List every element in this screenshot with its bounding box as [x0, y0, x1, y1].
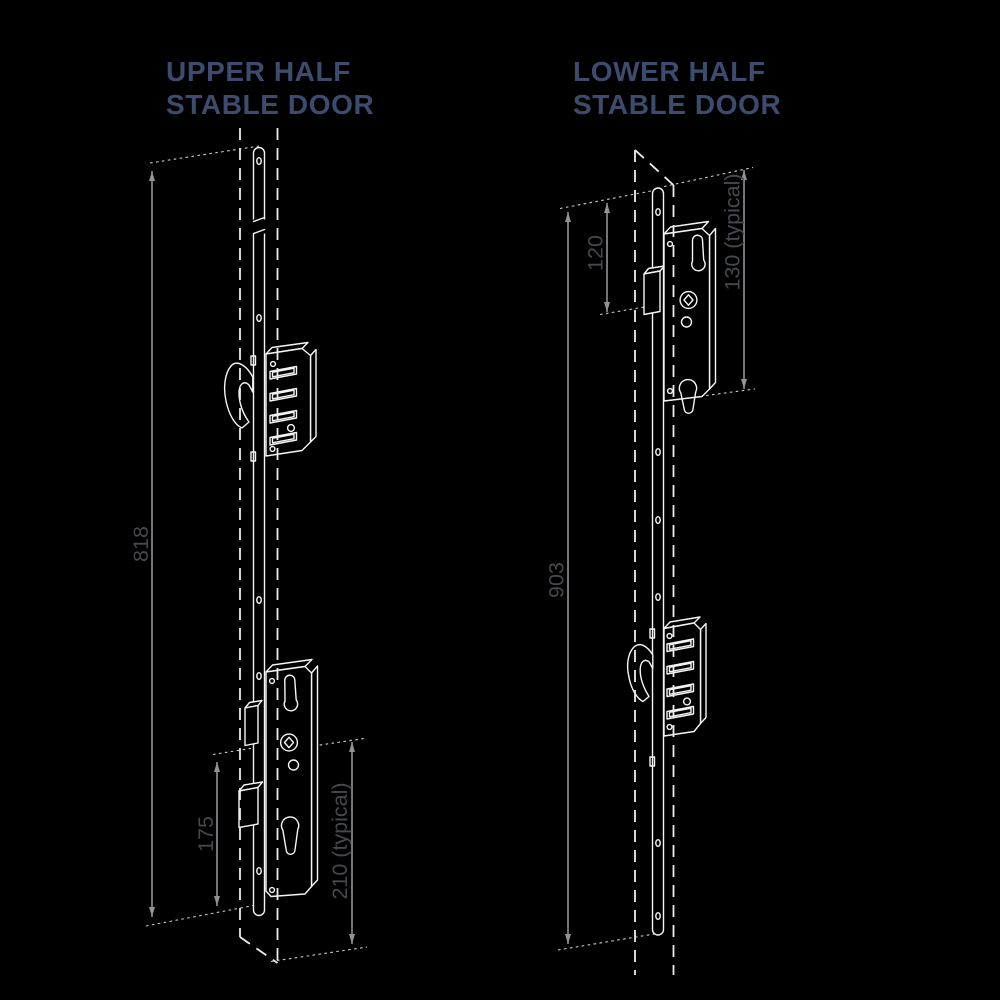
screw-hole: [256, 867, 262, 876]
spindle-follower: [279, 733, 299, 752]
case-screw: [666, 240, 674, 248]
dimension-label-210-typical: 210 (typical): [328, 782, 352, 899]
screw-hole: [655, 207, 661, 216]
case-screw: [269, 445, 276, 453]
dimension-label-175: 175: [194, 816, 218, 852]
case-screw: [268, 886, 276, 894]
screw-hole: [655, 593, 661, 602]
screw-hole: [655, 516, 661, 525]
gearbox-front-face: [265, 665, 313, 898]
screw-hole: [256, 672, 262, 681]
lower-gearbox: [643, 220, 717, 414]
case-screw: [666, 723, 673, 731]
upper-half-drawing: UPPER HALF STABLE DOOR 818 175 210 (typi…: [129, 56, 374, 964]
lower-dimension-lines: [565, 170, 747, 944]
lower-faceplate: [649, 187, 665, 936]
spindle-follower: [679, 290, 698, 310]
case-screw: [268, 677, 276, 685]
case-hole: [680, 316, 693, 328]
lower-half-drawing: LOWER HALF STABLE DOOR 903 120 130 (typi…: [545, 56, 781, 975]
upper-half-title-line2: STABLE DOOR: [166, 89, 374, 120]
lower-half-title-line1: LOWER HALF: [573, 56, 766, 87]
gearbox-side-face: [708, 227, 717, 390]
lower-hook-lock: [626, 616, 707, 737]
screw-hole: [256, 314, 262, 323]
lower-door-edge-lines: [634, 149, 675, 975]
dead-bolt: [238, 786, 259, 829]
upper-half-title-line1: UPPER HALF: [166, 56, 351, 87]
latch-bolt: [643, 270, 661, 316]
euro-cylinder-cutout: [280, 816, 300, 855]
faceplate-notch: [250, 355, 257, 366]
screw-hole: [256, 156, 262, 165]
screw-hole: [655, 839, 661, 848]
upper-dimension-lines: [149, 171, 355, 944]
dimension-label-130-typical: 130 (typical): [721, 173, 745, 290]
case-screw: [666, 387, 674, 395]
hook-case-side-face: [699, 622, 707, 725]
case-hole: [682, 697, 692, 706]
dimension-label-818: 818: [129, 526, 153, 562]
faceplate-notch: [649, 628, 656, 639]
hook-case-side-face: [309, 348, 317, 443]
screw-hole: [256, 596, 262, 605]
case-hole: [287, 759, 300, 771]
hook-bolt: [223, 362, 254, 429]
faceplate-notch: [649, 756, 656, 767]
gearbox-side-face: [310, 665, 319, 888]
faceplate-notch: [250, 451, 257, 462]
keyhole-slot: [283, 674, 299, 712]
case-screw: [666, 632, 673, 640]
lower-half-title-line2: STABLE DOOR: [573, 89, 781, 120]
dimension-label-120: 120: [584, 235, 608, 271]
dimension-label-903: 903: [545, 562, 569, 598]
upper-door-edge-lines: [239, 128, 279, 964]
upper-hook-lock: [223, 341, 317, 457]
screw-hole: [655, 448, 661, 457]
case-hole: [286, 423, 296, 433]
screw-hole: [655, 912, 661, 921]
latch-bolt: [244, 704, 259, 747]
case-screw: [269, 360, 277, 368]
euro-cylinder-cutout: [678, 378, 698, 414]
hook-bolt: [626, 644, 654, 703]
keyhole-slot: [691, 234, 706, 272]
gearbox-front-face: [663, 227, 711, 402]
